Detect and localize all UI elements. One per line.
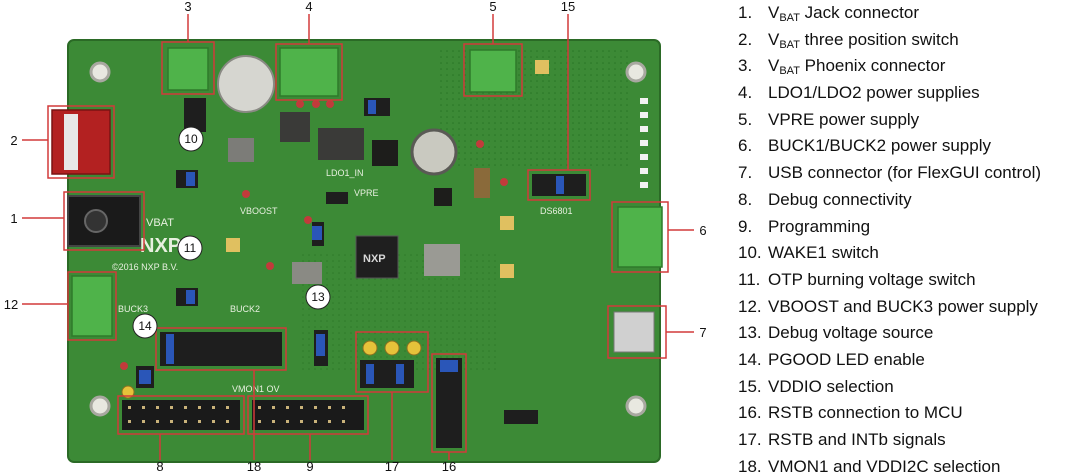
callout-circle-13: 13 — [311, 290, 325, 304]
legend-item: 18.VMON1 and VDDI2C selection — [738, 456, 1001, 474]
callout-top-15: 15 — [561, 0, 575, 14]
test-points — [120, 100, 508, 370]
silk-buck3: BUCK3 — [118, 304, 148, 314]
callout-top-4: 4 — [305, 0, 312, 14]
callout-circle-14: 14 — [138, 319, 152, 333]
capacitor — [410, 128, 458, 176]
legend-item: 14.PGOOD LED enable — [738, 349, 925, 369]
silk-vmon: VMON1 OV — [232, 384, 280, 394]
legend-item: 6.BUCK1/BUCK2 power supply — [738, 136, 991, 156]
jumpers — [139, 100, 564, 384]
pcb-via-field — [300, 250, 500, 370]
callout-bottom-9: 9 — [306, 459, 313, 474]
board-figure: NXP ©2016 NXP B.V. VBAT BUCK3 BUCK2 DS68… — [4, 0, 707, 474]
legend-item: 5.VPRE power supply — [738, 109, 920, 129]
capacitor — [217, 55, 275, 113]
silk-vpre: VPRE — [354, 188, 379, 198]
components — [228, 112, 655, 353]
legend-item: 4.LDO1/LDO2 power supplies — [738, 83, 980, 103]
callout-top-3: 3 — [184, 0, 191, 14]
callout-bottom-17: 17 — [385, 459, 399, 474]
led-column — [640, 98, 648, 188]
legend-item: 7.USB connector (for FlexGUI control) — [738, 163, 1042, 183]
callout-box-18 — [155, 327, 287, 371]
silk-copyright: ©2016 NXP B.V. — [112, 262, 178, 272]
legend-item: 15.VDDIO selection — [738, 376, 894, 396]
silk-ldo1-in: LDO1_IN — [326, 168, 364, 178]
legend-item: 1.VBAT Jack connector — [738, 3, 919, 24]
callout-box-8 — [117, 395, 245, 435]
bottom-header-pins — [128, 406, 345, 423]
callout-bottom-8: 8 — [156, 459, 163, 474]
callout-right-6: 6 — [699, 223, 706, 238]
mounting-holes — [89, 61, 647, 417]
test-pads — [226, 60, 549, 278]
legend-item: 8.Debug connectivity — [738, 189, 912, 209]
callout-box-9 — [247, 395, 369, 435]
silk-logo: NXP — [140, 235, 181, 257]
callout-box-1 — [63, 191, 145, 251]
legend-item: 16.RSTB connection to MCU — [738, 403, 963, 423]
callout-circle-11: 11 — [184, 241, 197, 255]
legend-item: 13.Debug voltage source — [738, 323, 934, 343]
yellow-posts — [121, 340, 422, 399]
callout-box-6 — [611, 201, 669, 273]
callout-box-12 — [67, 271, 117, 341]
callout-left-12: 12 — [4, 297, 18, 312]
legend-item: 11.OTP burning voltage switch — [738, 269, 976, 289]
callout-box-2 — [47, 105, 115, 179]
callout-top-5: 5 — [489, 0, 496, 14]
callout-left-2: 2 — [10, 133, 17, 148]
circled-callouts — [132, 126, 331, 339]
silk-vbat: VBAT — [146, 217, 174, 229]
callout-right-7: 7 — [699, 325, 706, 340]
bottom-headers — [122, 400, 364, 430]
silk-buck2: BUCK2 — [230, 304, 260, 314]
pin-headers — [136, 98, 586, 448]
legend-item: 10.WAKE1 switch — [738, 243, 879, 263]
callout-bottom-16: 16 — [442, 459, 456, 474]
callout-box-15 — [527, 169, 591, 201]
vbat-switch — [51, 109, 111, 175]
legend-item: 9.Programming — [738, 216, 871, 236]
legend-item: 2.VBAT three position switch — [738, 29, 959, 51]
silk-vboost: VBOOST — [240, 206, 278, 216]
legend-list: 1.VBAT Jack connector 2.VBAT three posit… — [738, 2, 1041, 474]
legend-item: 12.VBOOST and BUCK3 power supply — [738, 296, 1038, 316]
chip-label: NXP — [363, 253, 386, 265]
silk-ds: DS6801 — [540, 206, 573, 216]
terminal-blocks — [71, 47, 663, 337]
legend-item: 3.VBAT Phoenix connector — [738, 56, 946, 78]
callout-bottom-18: 18 — [247, 459, 261, 474]
callout-circle-10: 10 — [184, 132, 198, 146]
legend-item: 17.RSTB and INTb signals — [738, 430, 946, 449]
callout-left-1: 1 — [10, 211, 17, 226]
